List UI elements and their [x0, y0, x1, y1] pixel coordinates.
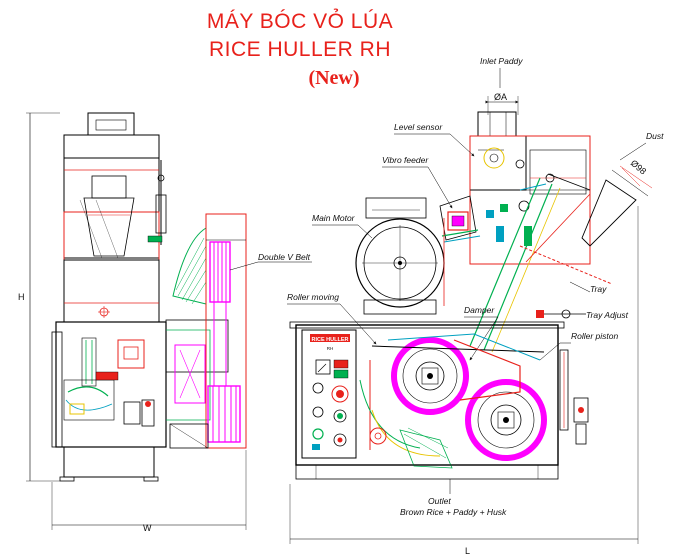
side-top-box [87, 112, 135, 136]
side-view: H W Double V Belt [18, 112, 312, 533]
roller-piston [559, 349, 589, 445]
panel-brand: RICE HULLER [312, 337, 349, 343]
roller-moving-label: Roller moving [287, 292, 339, 302]
title-version: (New) [308, 67, 360, 89]
front-view: Inlet Paddy ØA Level sensor [287, 56, 664, 556]
tray-adjust-label: Tray Adjust [586, 310, 629, 320]
level-sensor-label: Level sensor [394, 122, 443, 132]
roller-piston-label: Roller piston [571, 331, 619, 341]
side-body [63, 259, 160, 323]
control-panel: RICE HULLER RH [301, 329, 357, 459]
dust-diameter-label: Ø98 [629, 158, 648, 177]
title-vietnamese: MÁY BÓC VỎ LÚA [206, 10, 394, 33]
inlet-box [477, 111, 517, 137]
outlet-content-label: Brown Rice + Paddy + Husk [400, 507, 507, 517]
tray-label: Tray [590, 284, 607, 294]
panel-subtitle: RH [327, 346, 334, 351]
upper-roller [391, 337, 469, 415]
dust-label: Dust [646, 131, 664, 141]
lower-pulley [207, 385, 241, 443]
width-label: W [143, 523, 152, 533]
lower-roller [465, 379, 547, 461]
dust-duct [581, 165, 653, 247]
upper-pulley [209, 241, 231, 303]
main-motor [355, 197, 445, 315]
side-hopper-top [63, 134, 160, 159]
height-label: H [18, 292, 25, 302]
vibro-feeder-label: Vibro feeder [382, 155, 429, 165]
length-label: L [465, 546, 470, 556]
title-english: RICE HULLER RH [208, 38, 392, 61]
main-motor-label: Main Motor [312, 213, 356, 223]
outlet-label: Outlet [428, 496, 451, 506]
double-v-belt-label: Double V Belt [258, 252, 311, 262]
vibro-feeder [439, 195, 481, 243]
inlet-paddy-label: Inlet Paddy [480, 56, 523, 66]
side-cabinet [55, 321, 167, 448]
damper-label: Damper [464, 305, 495, 315]
side-hopper [63, 157, 160, 259]
belt-guard [205, 213, 247, 449]
inlet-diameter-label: ØA [494, 92, 507, 102]
